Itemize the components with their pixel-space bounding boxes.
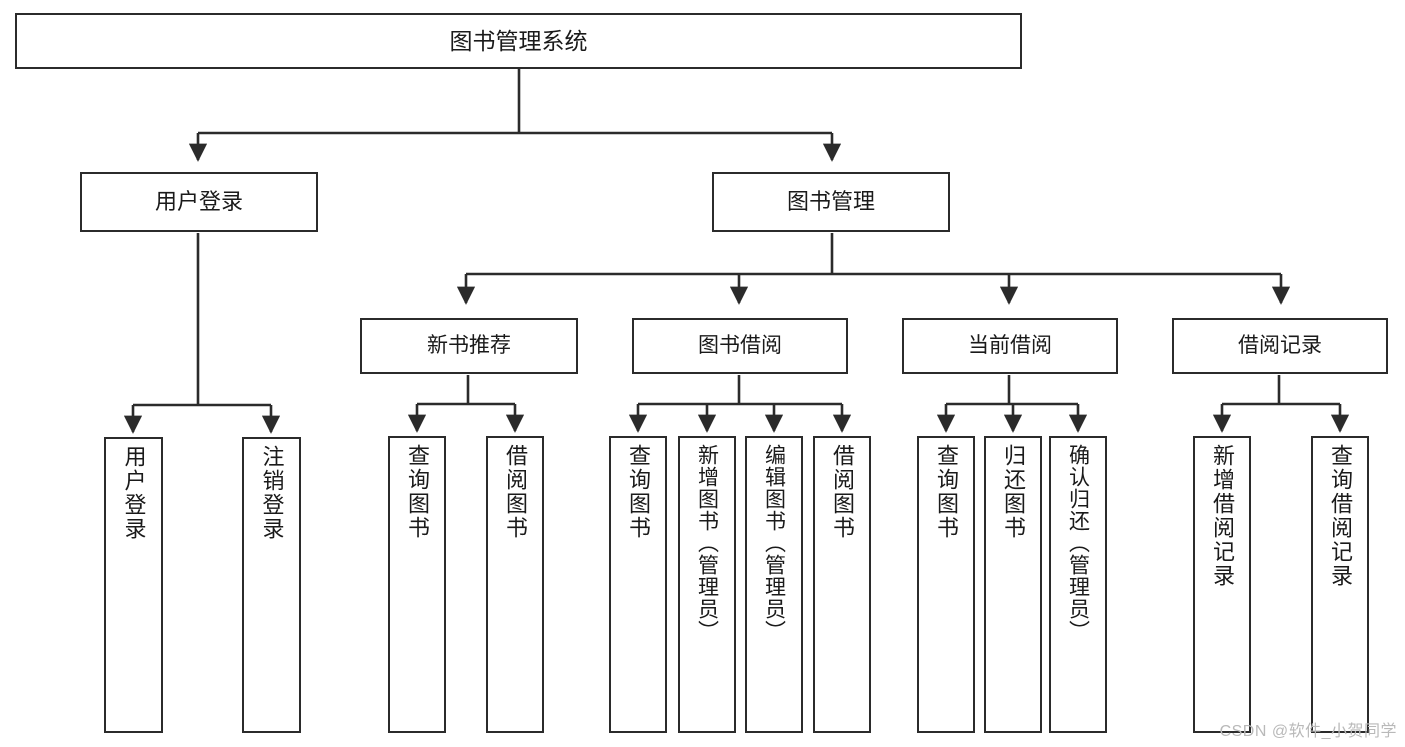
leaf-record-query-record[interactable]: 查询借阅记录 <box>1311 436 1369 733</box>
node-current-borrow[interactable]: 当前借阅 <box>902 318 1118 374</box>
node-label: 用户登录 <box>154 189 243 215</box>
node-label: 查询图书 <box>626 444 651 540</box>
node-book-borrow[interactable]: 图书借阅 <box>632 318 848 374</box>
leaf-borrow-query-book[interactable]: 查询图书 <box>609 436 667 733</box>
node-label: 归还图书 <box>1001 444 1026 540</box>
node-label: 新增借阅记录 <box>1210 444 1235 588</box>
node-label: 新书推荐 <box>427 333 511 357</box>
node-new-book-recommend[interactable]: 新书推荐 <box>360 318 578 374</box>
node-label: 用户登录 <box>121 445 147 541</box>
node-label: 图书借阅 <box>698 333 782 357</box>
node-label: 新增图书（管理员） <box>695 444 719 642</box>
node-label: 借阅图书 <box>830 444 855 540</box>
leaf-current-query-book[interactable]: 查询图书 <box>917 436 975 733</box>
leaf-borrow-add-book-admin[interactable]: 新增图书（管理员） <box>678 436 736 733</box>
leaf-borrow-borrow-book[interactable]: 借阅图书 <box>813 436 871 733</box>
node-label: 注销登录 <box>259 445 285 541</box>
leaf-borrow-edit-book-admin[interactable]: 编辑图书（管理员） <box>745 436 803 733</box>
node-label: 查询图书 <box>934 444 959 540</box>
node-label: 图书管理系统 <box>449 27 588 54</box>
node-label: 借阅图书 <box>503 444 528 540</box>
leaf-new-book-borrow[interactable]: 借阅图书 <box>486 436 544 733</box>
node-root-system[interactable]: 图书管理系统 <box>15 13 1022 69</box>
node-label: 确认归还（管理员） <box>1066 444 1090 642</box>
node-label: 图书管理 <box>786 189 875 215</box>
leaf-current-confirm-return-admin[interactable]: 确认归还（管理员） <box>1049 436 1107 733</box>
node-label: 当前借阅 <box>968 333 1052 357</box>
node-label: 查询借阅记录 <box>1328 444 1353 588</box>
leaf-new-book-query[interactable]: 查询图书 <box>388 436 446 733</box>
node-label: 编辑图书（管理员） <box>762 444 786 642</box>
node-book-management[interactable]: 图书管理 <box>712 172 950 232</box>
node-user-login[interactable]: 用户登录 <box>80 172 318 232</box>
node-label: 查询图书 <box>405 444 430 540</box>
leaf-current-return-book[interactable]: 归还图书 <box>984 436 1042 733</box>
node-label: 借阅记录 <box>1238 333 1322 357</box>
leaf-record-add-record[interactable]: 新增借阅记录 <box>1193 436 1251 733</box>
watermark-text: CSDN @软件_小贺同学 <box>1219 723 1397 740</box>
leaf-user-login-logout[interactable]: 注销登录 <box>242 437 301 733</box>
leaf-user-login-login[interactable]: 用户登录 <box>104 437 163 733</box>
node-borrow-record[interactable]: 借阅记录 <box>1172 318 1388 374</box>
